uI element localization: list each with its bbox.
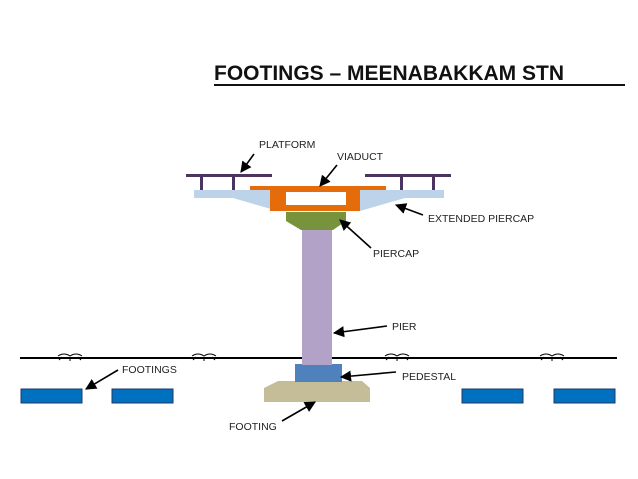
- platform-left-post-2: [232, 177, 235, 190]
- label-platform: PLATFORM: [259, 139, 315, 151]
- label-footing: FOOTING: [229, 421, 277, 433]
- arrow-viaduct: [319, 164, 338, 187]
- pedestal: [295, 364, 342, 382]
- label-pier: PIER: [392, 321, 417, 333]
- platform-right-deck: [365, 174, 451, 177]
- label-viaduct: VIADUCT: [337, 151, 384, 163]
- platform-left-post-1: [200, 177, 203, 190]
- platform-left: [186, 174, 272, 190]
- arrow-footing: [281, 401, 316, 422]
- arrow-pier: [332, 325, 388, 338]
- arrow-pedestal: [339, 370, 397, 382]
- label-footings: FOOTINGS: [122, 364, 177, 376]
- arrow-footings: [85, 369, 119, 390]
- grass-tufts: [57, 353, 565, 361]
- arrow-extended-piercap: [394, 203, 424, 216]
- arrow-platform: [240, 153, 255, 173]
- viaduct-opening: [286, 192, 346, 205]
- arrow-piercap: [339, 219, 372, 249]
- pier: [302, 229, 332, 365]
- footing-block-2: [111, 388, 174, 404]
- platform-right-post-1: [400, 177, 403, 190]
- label-piercap: PIERCAP: [373, 248, 419, 260]
- label-extended-piercap: EXTENDED PIERCAP: [428, 213, 534, 225]
- diagram-title: FOOTINGS – MEENABAKKAM STN: [214, 62, 564, 85]
- platform-right: [365, 174, 451, 190]
- piercap: [286, 212, 346, 230]
- platform-right-post-2: [432, 177, 435, 190]
- platform-left-deck: [186, 174, 272, 177]
- footing-block-1: [20, 388, 83, 404]
- footing-block-3: [461, 388, 524, 404]
- footing-block-4: [553, 388, 616, 404]
- central-footing: [264, 381, 370, 402]
- label-pedestal: PEDESTAL: [402, 371, 456, 383]
